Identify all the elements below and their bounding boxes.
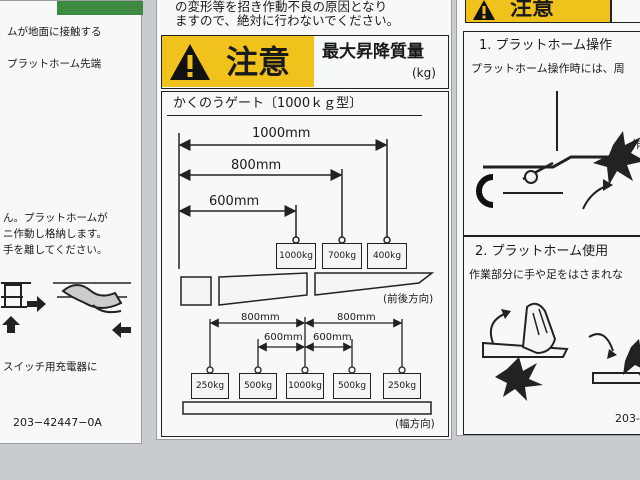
weight-width-500kg-right: 500kg: [333, 373, 371, 399]
left-text-line-2: プラットホーム先端: [7, 58, 102, 70]
diagram-subtitle: かくのうゲート〔1000ｋｇ型〕: [173, 96, 363, 111]
green-strip: [57, 1, 143, 15]
front-back-direction-label: (前後方向): [383, 293, 434, 305]
right-section-2-title: 2. プラットホーム使用: [475, 244, 609, 259]
right-section-frame: [463, 31, 640, 435]
warning-triangle-icon: [170, 44, 210, 80]
right-section-2-text: 作業部分に手や足をはさまれな: [469, 268, 623, 281]
max-lift-capacity-label: の変形等を招き作動不良の原因となり ますので、絶対に行わないでください。 注意 …: [156, 0, 452, 440]
dim-width-600-left: 600mm: [264, 332, 303, 343]
dim-front-600: 600mm: [209, 194, 260, 209]
right-part-code: 203-: [615, 412, 640, 425]
header-unit: (kg): [412, 66, 436, 80]
left-operation-illustration: [1, 282, 131, 338]
caution-word: 注意: [226, 43, 291, 81]
dim-width-800-right: 800mm: [337, 312, 376, 323]
right-side-char: 作: [631, 138, 640, 151]
weight-width-1000kg: 1000kg: [286, 373, 324, 399]
left-part-code: 203−42447−0A: [13, 416, 102, 429]
left-text-line-5: 手を離してください。: [3, 244, 108, 256]
weight-front-700kg: 700kg: [322, 243, 362, 269]
caution-header: 注意 最大昇降質量 (kg): [161, 35, 449, 89]
right-section-1-text: プラットホーム操作時には、周: [471, 62, 625, 75]
width-direction-label: (幅方向): [395, 418, 435, 430]
warning-triangle-icon: [473, 0, 495, 20]
left-text-line-1: ムが地面に接触する: [7, 26, 102, 38]
right-label-panel: 注意 1. プラットホーム操作 プラットホーム操作時には、周 作 2. プラット…: [456, 0, 640, 436]
hand-pinch-illustration: [482, 302, 640, 401]
weight-front-400kg: 400kg: [367, 243, 407, 269]
weight-width-250kg-left: 250kg: [191, 373, 229, 399]
dim-front-800: 800mm: [231, 158, 282, 173]
dim-front-1000: 1000mm: [252, 126, 311, 141]
left-text-line-6: スイッチ用充電器に: [3, 361, 98, 373]
platform-operation-illustration: [476, 91, 640, 210]
right-divider: [463, 235, 640, 237]
width-dimension-diagram: [182, 317, 432, 415]
front-dimension-diagram: [178, 133, 435, 306]
weight-width-250kg-right: 250kg: [383, 373, 421, 399]
header-title: 最大昇降質量: [322, 42, 424, 62]
right-section-1-title: 1. プラットホーム操作: [479, 38, 613, 53]
left-text-line-4: ニ作動し格納します。: [3, 228, 107, 240]
center-top-line-2: ますので、絶対に行わないでください。: [175, 13, 400, 28]
weight-front-1000kg: 1000kg: [276, 243, 316, 269]
dim-width-800-left: 800mm: [241, 312, 280, 323]
dim-width-600-right: 600mm: [313, 332, 352, 343]
left-text-line-3: ん。プラットホームが: [3, 212, 108, 224]
diagram-frame: [161, 91, 449, 437]
caution-badge: 注意: [162, 36, 314, 87]
right-caution-badge: 注意: [465, 0, 611, 23]
right-caution-word: 注意: [510, 0, 555, 21]
weight-width-500kg-left: 500kg: [239, 373, 277, 399]
left-label-panel: ムが地面に接触する プラットホーム先端 ん。プラットホームが ニ作動し格納します…: [0, 0, 143, 444]
center-top-line-1: の変形等を招き作動不良の原因となり: [175, 0, 388, 14]
